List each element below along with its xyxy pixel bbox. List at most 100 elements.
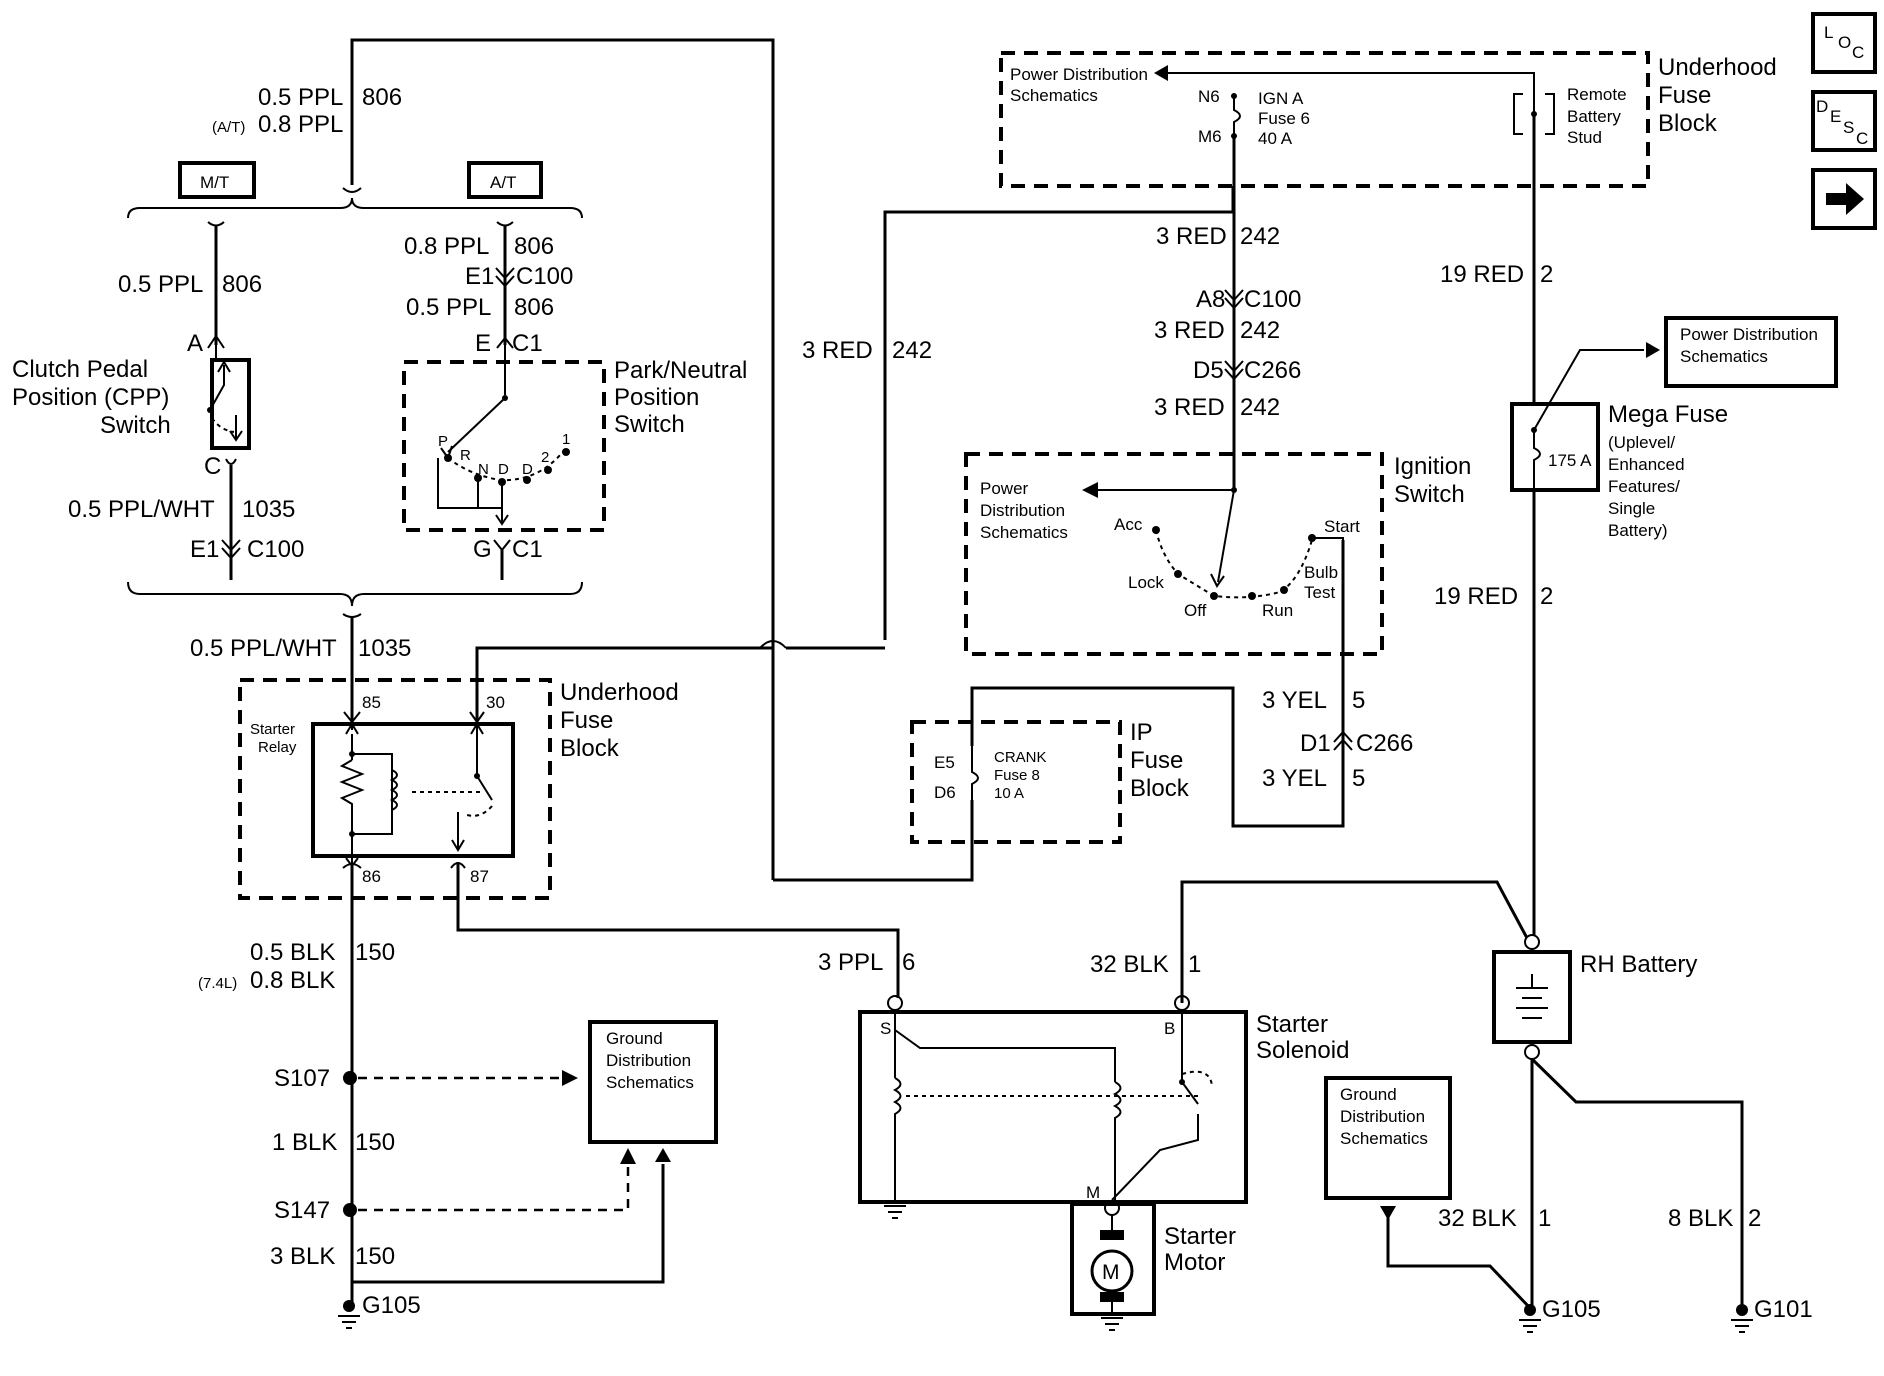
svg-text:A8: A8: [1196, 286, 1225, 313]
next-page-button[interactable]: [1811, 168, 1877, 230]
svg-text:Lock: Lock: [1128, 573, 1164, 592]
svg-text:Block: Block: [560, 735, 620, 762]
svg-text:Features/: Features/: [1608, 477, 1680, 496]
cpp-switch-branch: 0.5 PPL 806 A Clutch Pedal Position (CPP…: [12, 221, 304, 580]
wire-806-mt-label: 0.5 PPL: [118, 271, 203, 298]
at-option-box: A/T: [467, 161, 543, 199]
svg-text:242: 242: [1240, 394, 1280, 421]
svg-text:Mega Fuse: Mega Fuse: [1608, 401, 1728, 428]
svg-text:10 A: 10 A: [994, 785, 1024, 802]
wire-806-at-label: 0.8 PPL: [258, 111, 343, 138]
svg-text:5: 5: [1352, 687, 1365, 714]
cpp-terminal-c: C: [204, 453, 221, 480]
mega-fuse: 175 A Mega Fuse (Uplevel/ Enhanced Featu…: [1510, 401, 1728, 540]
svg-text:P: P: [438, 433, 448, 450]
svg-text:CRANK: CRANK: [994, 749, 1047, 766]
svg-text:Single: Single: [1608, 499, 1655, 518]
svg-text:1: 1: [1538, 1205, 1551, 1232]
svg-text:2: 2: [1748, 1205, 1761, 1232]
svg-text:Fuse: Fuse: [1658, 82, 1711, 109]
pn-terminal-c1b: C1: [512, 536, 543, 563]
park-neutral-branch: 0.8 PPL 806 E1 C100 0.5 PPL 806 E C1 P R…: [402, 221, 747, 580]
svg-text:IGN A: IGN A: [1258, 89, 1304, 108]
rh-battery: RH Battery: [1492, 934, 1697, 1060]
at-conn-e1: E1: [465, 263, 494, 290]
svg-text:(7.4L): (7.4L): [198, 975, 237, 992]
svg-text:A/T: A/T: [490, 173, 516, 192]
svg-text:S107: S107: [274, 1065, 330, 1092]
option-brace-bottom: [127, 581, 583, 607]
svg-text:Position (CPP): Position (CPP): [12, 384, 169, 411]
circuit-1035: 0.5 PPL/WHT 1035: [190, 613, 411, 722]
svg-text:1: 1: [1188, 951, 1201, 978]
svg-text:G105: G105: [1542, 1296, 1601, 1323]
svg-text:30: 30: [486, 693, 505, 712]
svg-text:Underhood: Underhood: [1658, 54, 1777, 81]
svg-text:242: 242: [1240, 317, 1280, 344]
svg-text:Schematics: Schematics: [1340, 1129, 1428, 1148]
svg-text:0.5 PPL/WHT: 0.5 PPL/WHT: [190, 635, 337, 662]
svg-text:Switch: Switch: [100, 412, 171, 439]
svg-text:3 RED: 3 RED: [1156, 223, 1227, 250]
svg-text:D1: D1: [1300, 730, 1331, 757]
svg-text:Enhanced: Enhanced: [1608, 455, 1685, 474]
circuit-red2: 19 RED 2: [1440, 112, 1553, 404]
svg-text:Motor: Motor: [1164, 1249, 1225, 1276]
conn-c100: C100: [247, 536, 304, 563]
svg-text:Power Distribution: Power Distribution: [1010, 65, 1148, 84]
starter-motor: Starter Motor M: [1070, 1202, 1236, 1331]
svg-text:N6: N6: [1198, 87, 1220, 106]
ground-distribution-right: Ground Distribution Schematics: [1324, 1076, 1532, 1310]
svg-text:Fuse 6: Fuse 6: [1258, 109, 1310, 128]
svg-text:3 YEL: 3 YEL: [1262, 765, 1327, 792]
svg-text:Test: Test: [1304, 583, 1335, 602]
desc-button[interactable]: D E S C: [1811, 90, 1877, 152]
svg-text:86: 86: [362, 867, 381, 886]
svg-text:Ignition: Ignition: [1394, 453, 1471, 480]
svg-text:M/T: M/T: [200, 173, 229, 192]
svg-text:Starter: Starter: [250, 721, 295, 738]
starter-relay: Underhood Fuse Block Starter Relay 85 30…: [238, 646, 900, 998]
svg-text:1 BLK: 1 BLK: [272, 1129, 337, 1156]
underhood-fuse-block-top: Underhood Fuse Block Power Distribution …: [999, 51, 1777, 188]
svg-text:Fuse: Fuse: [560, 707, 613, 734]
svg-text:2: 2: [541, 449, 549, 466]
svg-text:E5: E5: [934, 753, 955, 772]
svg-text:3 PPL: 3 PPL: [818, 949, 883, 976]
svg-text:R: R: [460, 447, 471, 464]
battery-grounds: 32 BLK 1 8 BLK 2 G105 G101: [1438, 1057, 1813, 1333]
at-prefix: (A/T): [212, 119, 245, 136]
svg-text:M: M: [1102, 1261, 1120, 1284]
svg-text:3 RED: 3 RED: [802, 337, 873, 364]
wire-806-top-label: 0.5 PPL: [258, 84, 343, 111]
svg-text:Switch: Switch: [1394, 481, 1465, 508]
circuit-242-top: 3 RED 242 A8 C100 3 RED 242 D5 C266 3 RE…: [1154, 136, 1301, 490]
option-brace-top: [127, 197, 583, 219]
svg-text:(Uplevel/: (Uplevel/: [1608, 433, 1675, 452]
svg-text:Acc: Acc: [1114, 515, 1143, 534]
starter-solenoid: Starter Solenoid S B M: [858, 1010, 1349, 1219]
wire-1035-number: 1035: [242, 496, 295, 523]
circuit-150: 0.5 BLK 150 (7.4L) 0.8 BLK S107 1 BLK 15…: [198, 863, 671, 1329]
loc-button[interactable]: L O C: [1811, 12, 1877, 74]
svg-text:Block: Block: [1130, 775, 1190, 802]
svg-text:3 RED: 3 RED: [1154, 394, 1225, 421]
circuit-806-top: 0.5 PPL 806 (A/T) 0.8 PPL: [212, 38, 775, 880]
svg-text:Fuse: Fuse: [1130, 747, 1183, 774]
circuit-242-crank: 3 RED 242 IP Fuse Block E5 D6 CRANK Fuse…: [759, 210, 1345, 882]
svg-text:8 BLK: 8 BLK: [1668, 1205, 1733, 1232]
svg-text:87: 87: [470, 867, 489, 886]
svg-text:Underhood: Underhood: [560, 679, 679, 706]
conn-e1: E1: [190, 536, 219, 563]
svg-text:150: 150: [355, 939, 395, 966]
ground-distribution-left: Ground Distribution Schematics: [588, 1020, 718, 1144]
svg-text:242: 242: [1240, 223, 1280, 250]
svg-text:1: 1: [562, 431, 570, 448]
svg-text:32 BLK: 32 BLK: [1090, 951, 1169, 978]
circuit-yel5: 3 YEL 5 D1 C266 3 YEL 5: [1262, 687, 1413, 792]
svg-text:0.8 BLK: 0.8 BLK: [250, 967, 335, 994]
underhood-fuse-block-left: [238, 678, 552, 900]
svg-text:Battery): Battery): [1608, 521, 1668, 540]
svg-text:32 BLK: 32 BLK: [1438, 1205, 1517, 1232]
